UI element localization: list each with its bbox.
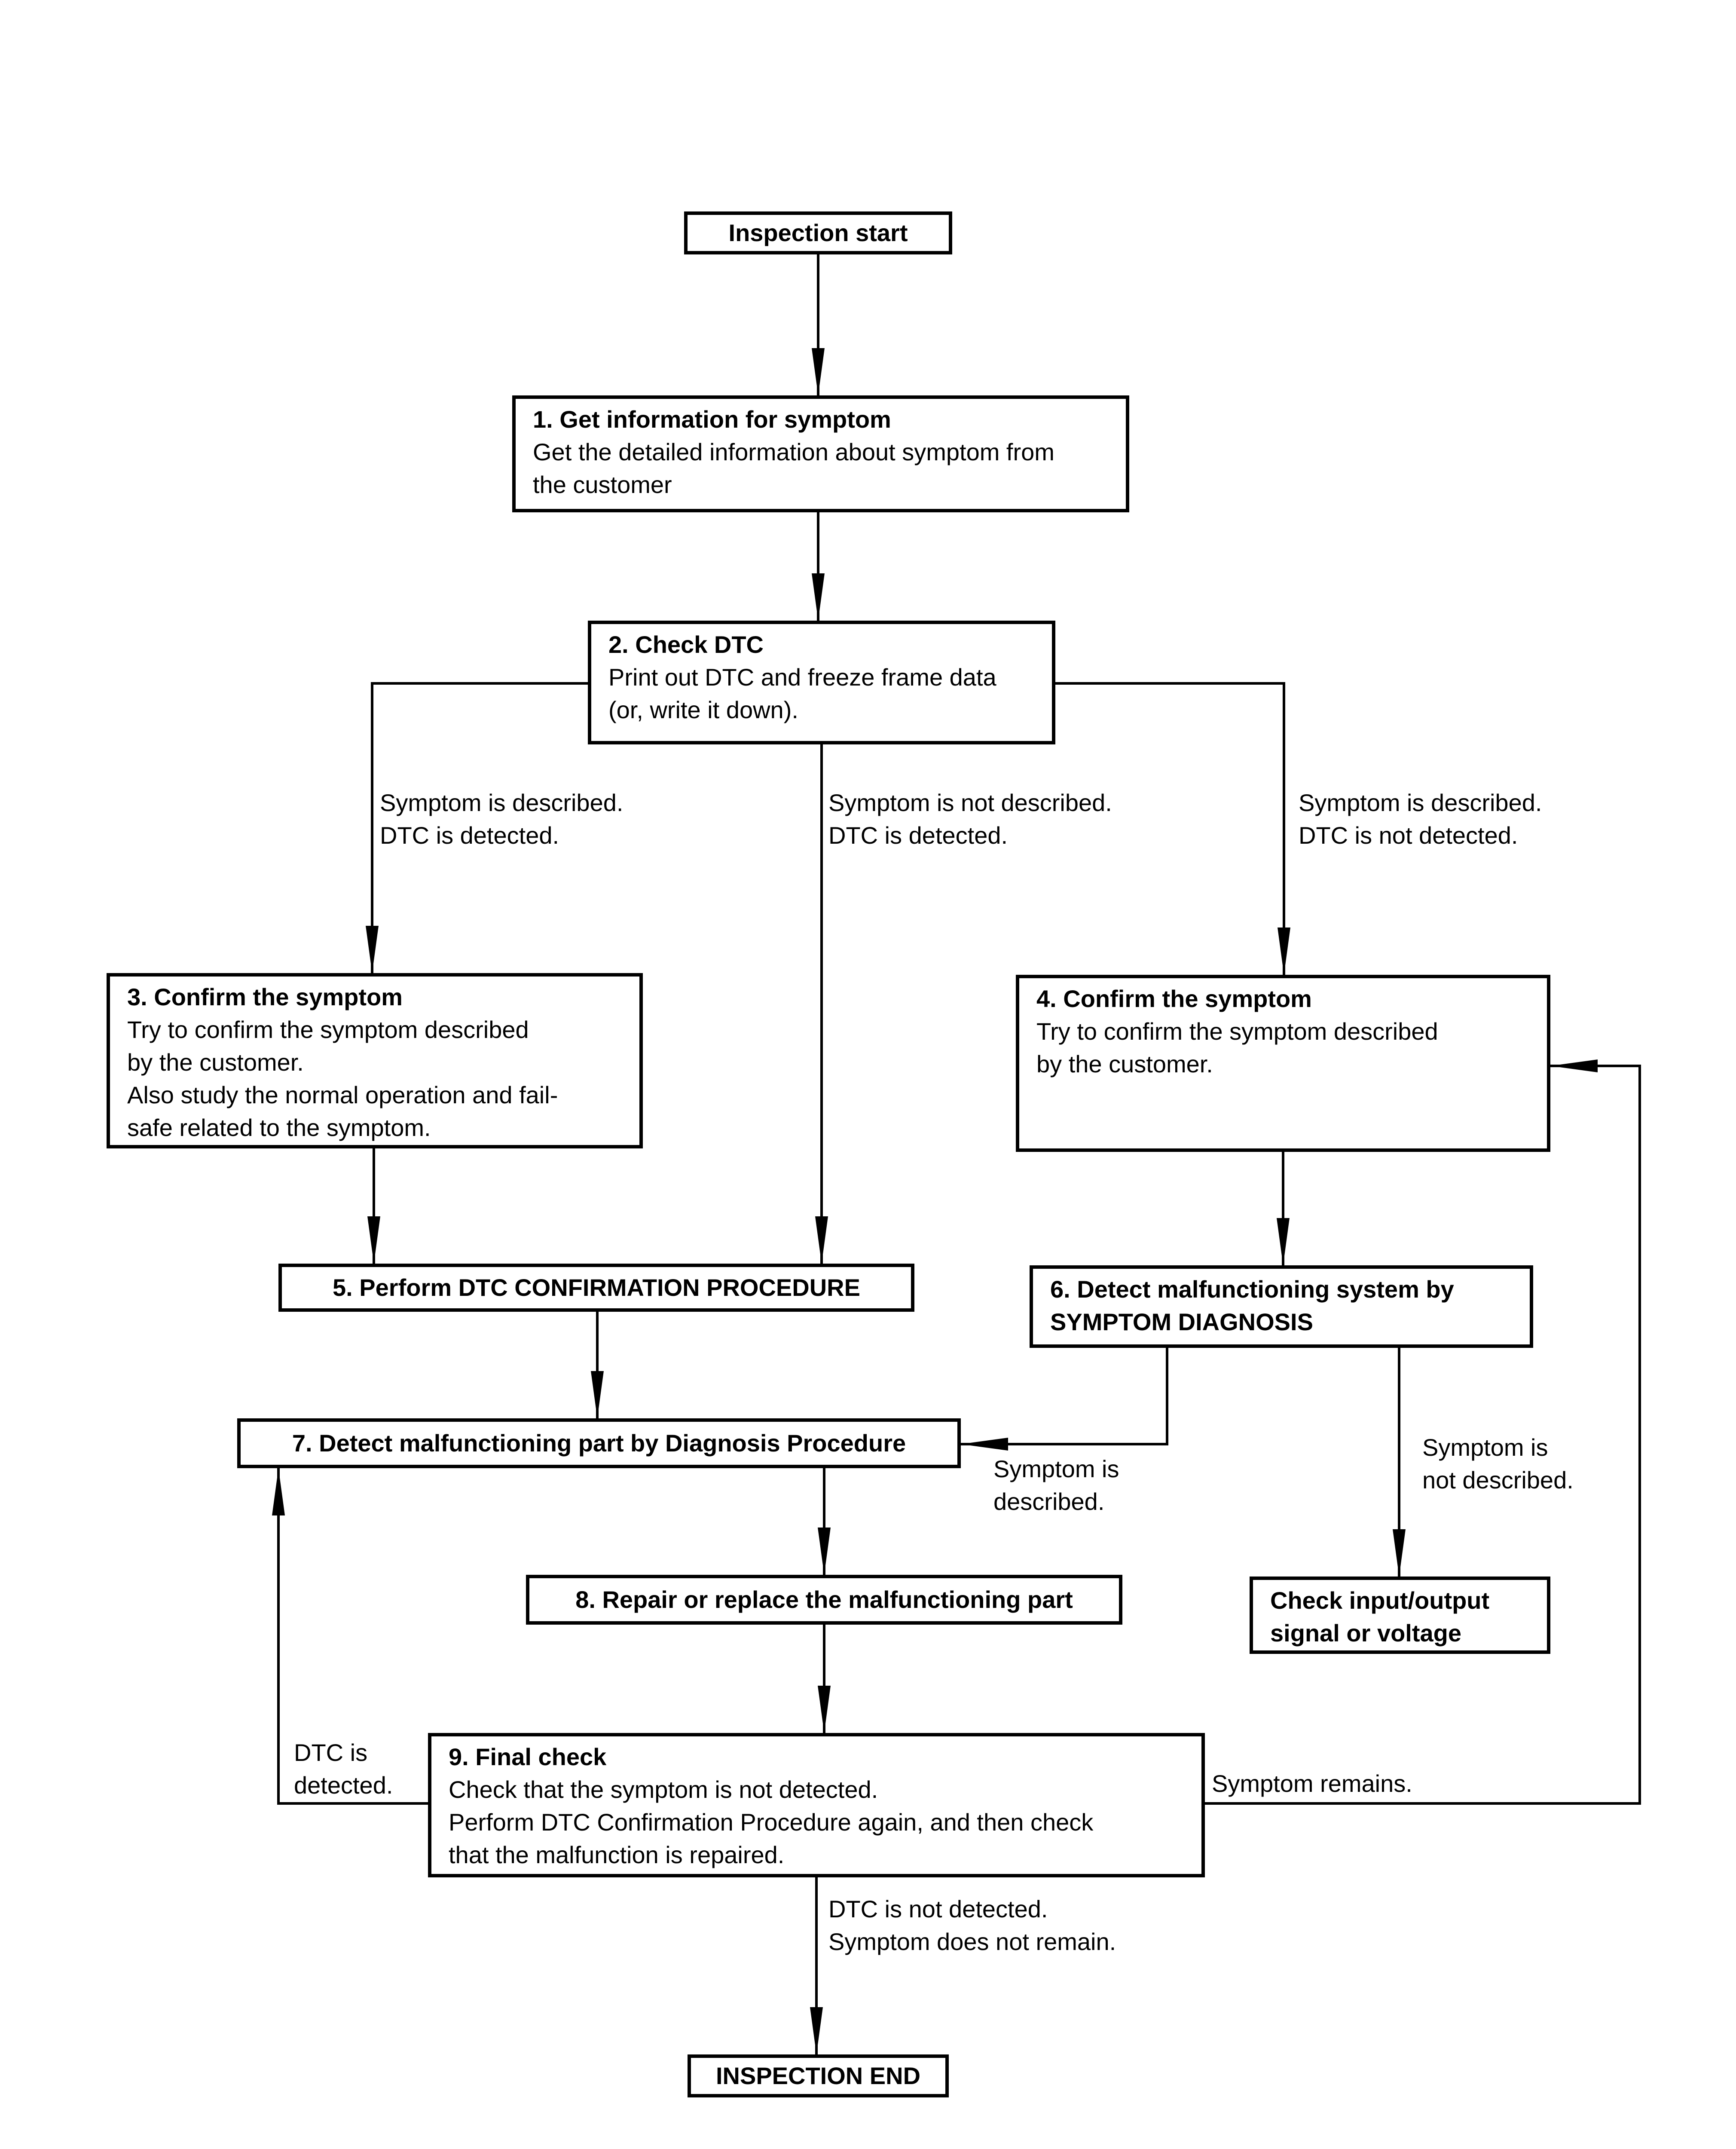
label-right-branch: Symptom is described. DTC is not detecte…: [1299, 789, 1542, 849]
arrowhead-center-into-step5: [815, 1216, 828, 1264]
node-step1-body: Get the detailed information about sympt…: [533, 438, 1054, 498]
arrowhead-into-end: [810, 2007, 823, 2054]
label-symptom-remains: Symptom remains.: [1212, 1770, 1412, 1797]
arrowhead-into-step6: [1277, 1218, 1290, 1265]
edge-step1-step2-line: [817, 512, 819, 621]
edge-step3-step5-line: [373, 1148, 375, 1264]
node-inspection-start-label: Inspection start: [728, 219, 908, 246]
label-center-branch: Symptom is not described. DTC is detecte…: [828, 789, 1112, 849]
node-step5-dtc-confirmation: 5. Perform DTC CONFIRMATION PROCEDURE: [278, 1264, 914, 1312]
edge-step6-checkio-line: [1398, 1348, 1400, 1577]
node-step6-title: 6. Detect malfunctioning system by SYMPT…: [1050, 1276, 1454, 1335]
arrowhead-into-step8: [818, 1528, 831, 1575]
edge-start-step1-line: [817, 254, 819, 395]
label-dtc-not-detected: DTC is not detected. Symptom does not re…: [828, 1895, 1116, 1955]
node-inspection-start: Inspection start: [684, 211, 952, 254]
node-step9-body: Check that the symptom is not detected. …: [449, 1776, 1094, 1868]
node-step1-get-information: 1. Get information for symptom Get the d…: [512, 395, 1129, 512]
node-step1-title: 1. Get information for symptom: [533, 406, 891, 433]
node-step4-title: 4. Confirm the symptom: [1036, 985, 1312, 1012]
edge-step5-step7-line: [596, 1312, 599, 1418]
label-dtc-detected: DTC is detected.: [294, 1739, 393, 1799]
label-symptom-described: Symptom is described.: [993, 1455, 1119, 1515]
arrowhead-into-step7-top: [591, 1371, 604, 1418]
node-step7-title: 7. Detect malfunctioning part by Diagnos…: [292, 1430, 906, 1457]
node-step5-title: 5. Perform DTC CONFIRMATION PROCEDURE: [333, 1274, 860, 1301]
edge-step2-right-branch-hline: [1055, 682, 1285, 685]
node-step3-confirm-symptom: 3. Confirm the symptom Try to confirm th…: [107, 973, 643, 1148]
edge-step2-step4-vline: [1283, 682, 1285, 975]
node-step9-final-check: 9. Final check Check that the symptom is…: [428, 1733, 1205, 1877]
arrowhead-into-step1: [812, 348, 825, 395]
arrowhead-into-step2: [812, 573, 825, 621]
node-inspection-end: INSPECTION END: [688, 2054, 949, 2097]
edge-step9-step7-vline: [277, 1468, 280, 1805]
node-step3-body: Try to confirm the symptom described by …: [127, 1016, 558, 1141]
arrowhead-left-into-step5: [367, 1216, 380, 1264]
node-check-io-title: Check input/output signal or voltage: [1270, 1587, 1490, 1647]
node-inspection-end-label: INSPECTION END: [715, 2062, 921, 2089]
node-step3-title: 3. Confirm the symptom: [127, 983, 403, 1010]
arrowhead-into-step3: [366, 926, 379, 973]
node-step8-title: 8. Repair or replace the malfunctioning …: [575, 1586, 1073, 1613]
arrowhead-into-step4: [1278, 928, 1290, 975]
arrowhead-into-step7-right: [961, 1438, 1008, 1451]
arrowhead-into-checkio: [1393, 1529, 1406, 1577]
edge-step6-step7-hline: [961, 1443, 1168, 1445]
edge-step2-step3-vline: [371, 682, 373, 973]
edge-step4-step6-line: [1282, 1152, 1284, 1265]
edge-step2-left-branch-hline: [371, 682, 588, 685]
edge-step9-end-line: [815, 1877, 818, 2054]
node-step6-symptom-diagnosis: 6. Detect malfunctioning system by SYMPT…: [1030, 1265, 1533, 1348]
node-check-io-signal: Check input/output signal or voltage: [1250, 1577, 1550, 1654]
node-step2-body: Print out DTC and freeze frame data (or,…: [608, 664, 996, 723]
edge-step9-step4-hline: [1205, 1802, 1641, 1805]
edge-step7-step8-line: [823, 1468, 825, 1575]
edge-step9-step4-vline: [1638, 1065, 1641, 1805]
arrowhead-into-step9: [818, 1686, 831, 1733]
edge-step9-step7-hline: [277, 1802, 428, 1805]
node-step2-check-dtc: 2. Check DTC Print out DTC and freeze fr…: [588, 621, 1055, 744]
node-step4-body: Try to confirm the symptom described by …: [1036, 1018, 1438, 1078]
edge-step6-step7-vline: [1166, 1348, 1168, 1445]
node-step4-confirm-symptom: 4. Confirm the symptom Try to confirm th…: [1016, 975, 1550, 1152]
node-step2-title: 2. Check DTC: [608, 631, 764, 658]
node-step7-detect-part: 7. Detect malfunctioning part by Diagnos…: [237, 1418, 961, 1468]
edge-step8-step9-line: [823, 1625, 825, 1733]
node-step9-title: 9. Final check: [449, 1743, 607, 1770]
node-step8-repair-replace: 8. Repair or replace the malfunctioning …: [526, 1575, 1122, 1625]
label-symptom-not-described: Symptom is not described.: [1422, 1434, 1574, 1494]
label-left-branch: Symptom is described. DTC is detected.: [380, 789, 623, 849]
arrowhead-into-step7-bottom: [272, 1468, 285, 1515]
arrowhead-into-step4-right: [1550, 1059, 1598, 1072]
edge-step2-step5-line: [820, 744, 823, 1264]
